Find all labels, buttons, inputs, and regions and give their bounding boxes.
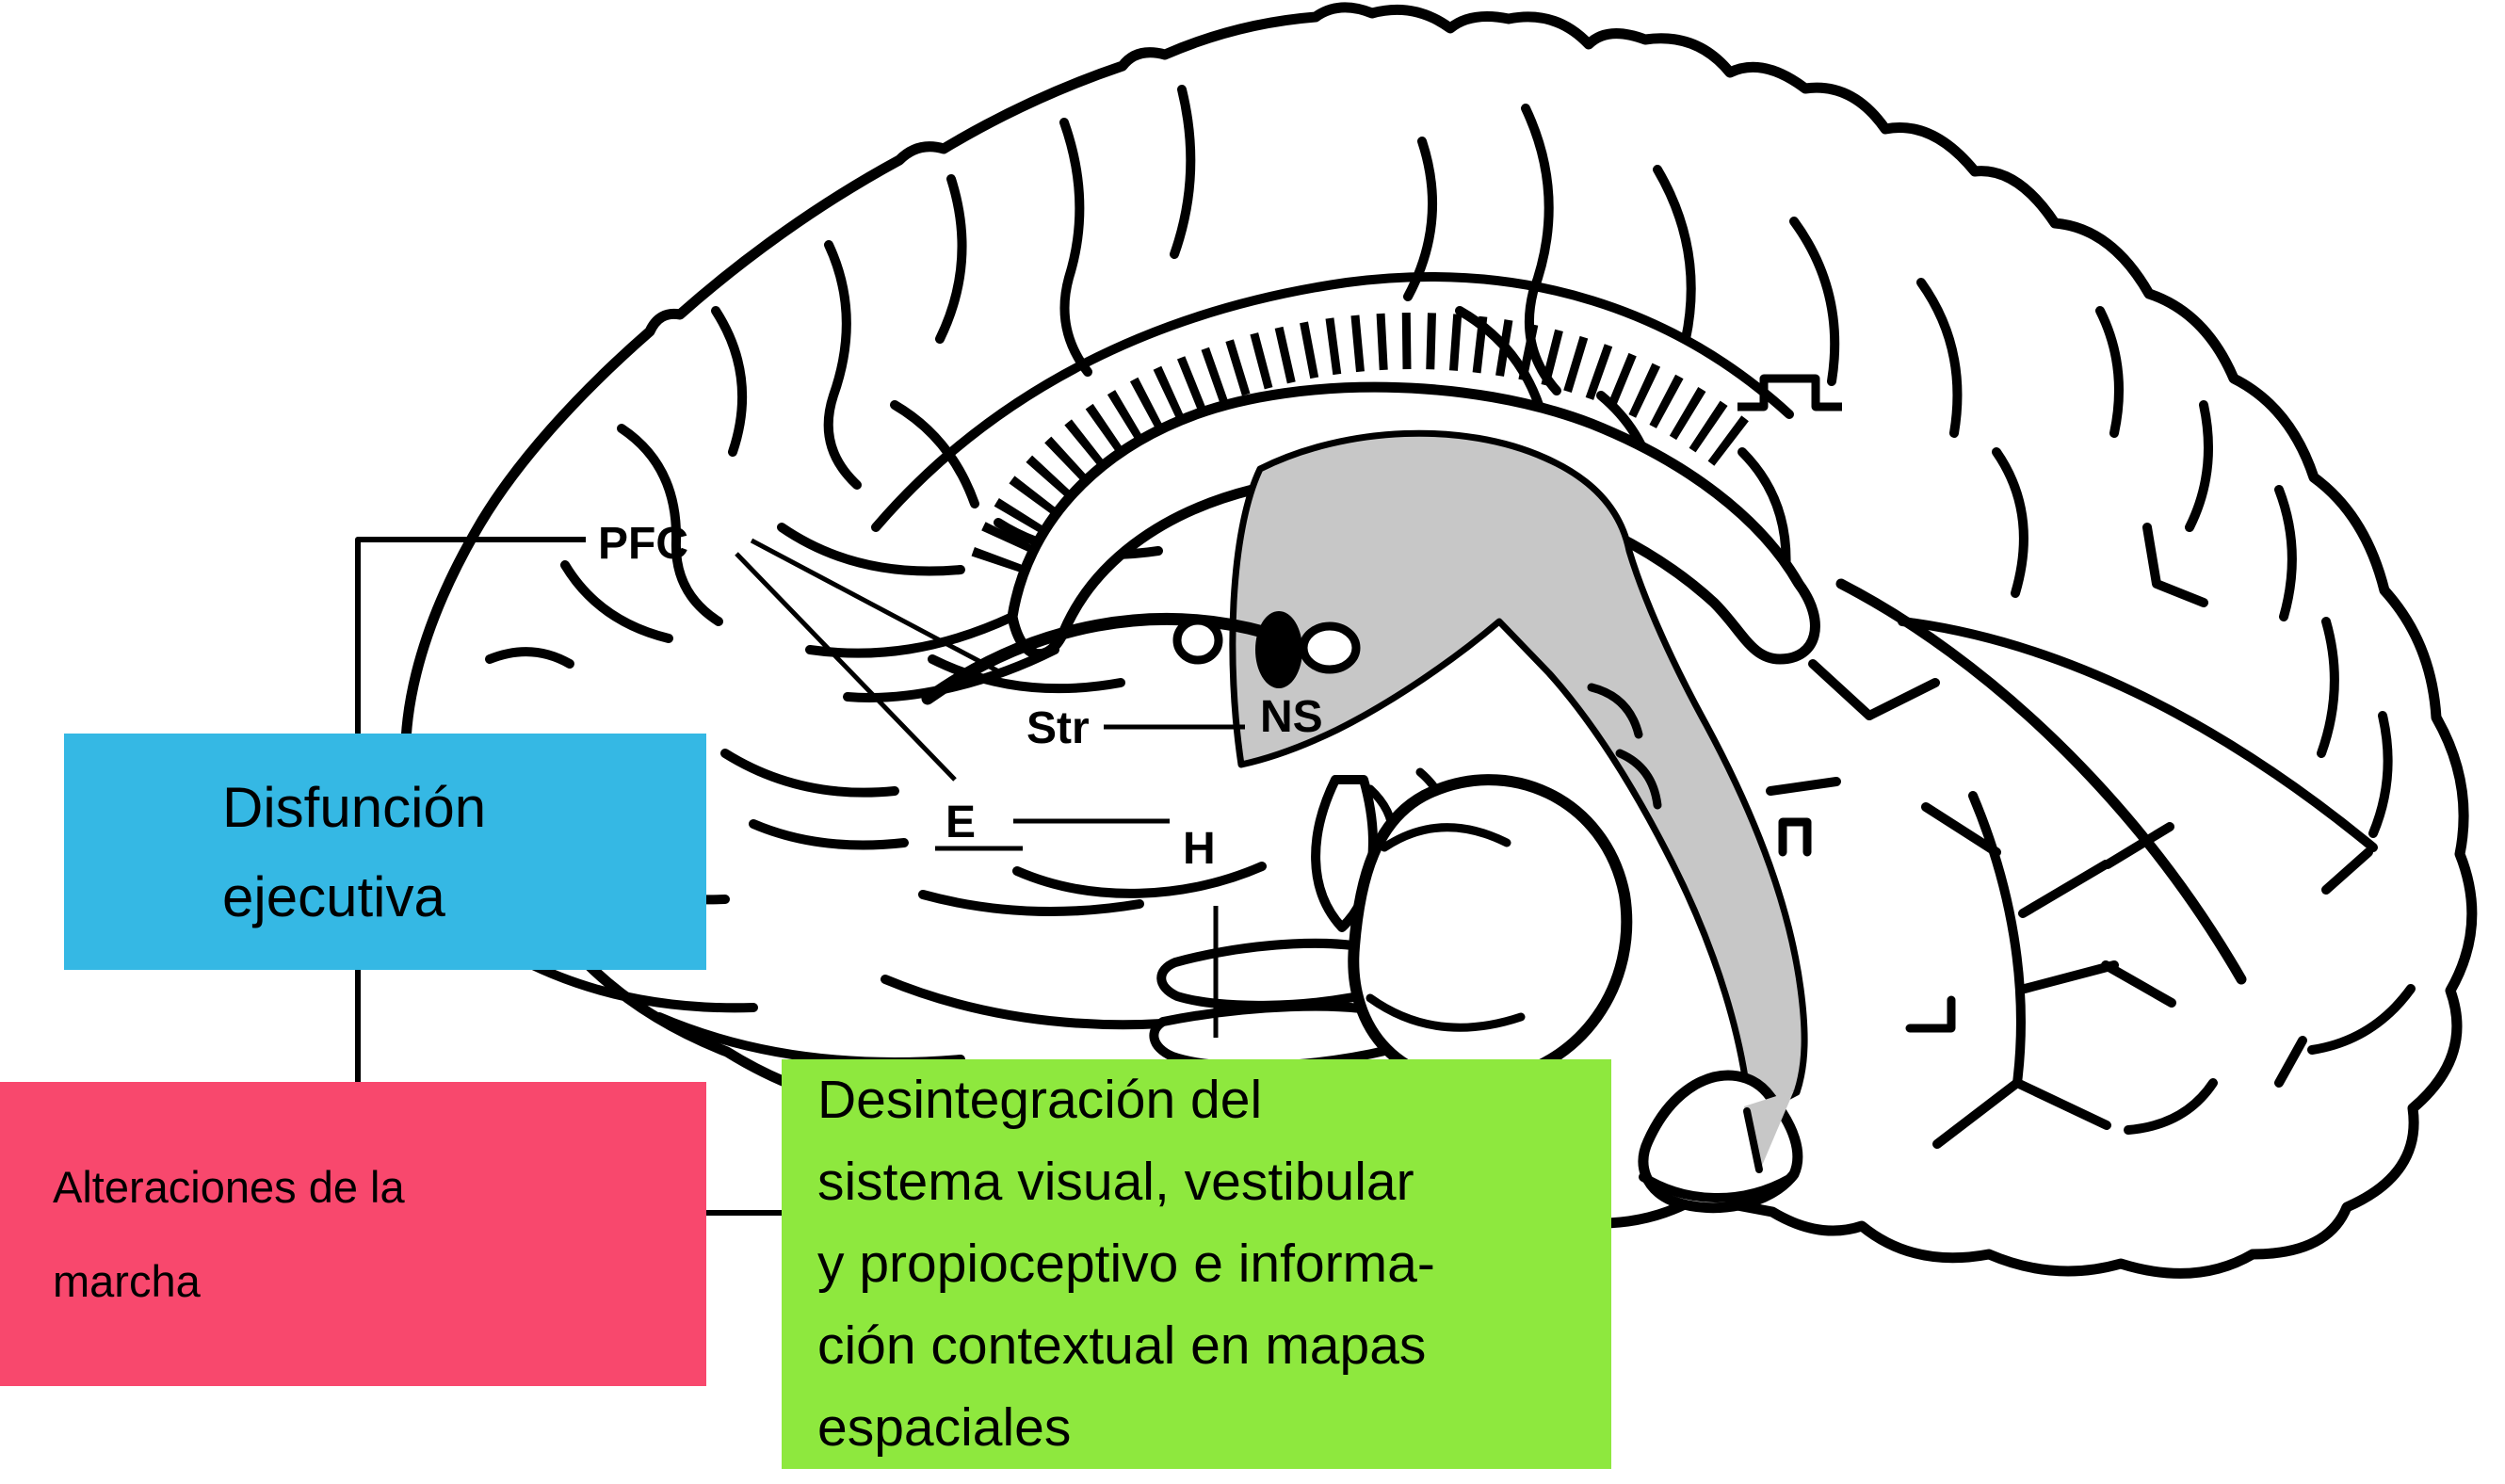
sulcus	[2317, 617, 2339, 758]
sensory-integration-text: Desintegración del sistema visual, vesti…	[817, 1070, 1435, 1458]
sulcus	[560, 560, 673, 643]
arbor-vitae-branch	[1808, 659, 1874, 720]
calcarine-sulcus	[1898, 617, 2378, 852]
parieto-occipital-notch	[1737, 374, 1842, 411]
arbor-vitae-branch	[2018, 860, 2110, 918]
sulcus	[749, 819, 909, 850]
sulcus	[2368, 711, 2393, 838]
colliculus-line	[1615, 749, 1662, 810]
sulcus	[1012, 862, 1267, 898]
sulcus	[1521, 104, 1561, 395]
sulcus	[928, 654, 1125, 694]
sulcus	[2274, 485, 2297, 621]
arbor-vitae-branch	[1766, 777, 1841, 796]
sulcus	[2142, 523, 2208, 607]
sulcus	[2124, 1078, 2218, 1135]
cord-sole-line	[1639, 1172, 1794, 1202]
sulcus	[720, 749, 899, 798]
thalamus-brainstem-shading	[1229, 429, 1808, 1121]
gait-alterations-box: Alteraciones de la marcha	[0, 1082, 706, 1386]
label-pfc: PFC	[598, 519, 688, 569]
anterior-nucleus-oval	[1172, 616, 1223, 665]
sulcus	[1170, 85, 1196, 259]
pons-line	[1380, 823, 1511, 852]
arbor-vitae-branch	[2020, 960, 2119, 993]
cingulate-sulcus	[871, 272, 1794, 532]
sulcus	[2321, 847, 2373, 895]
executive-dysfunction-text: Disfunción ejecutiva	[222, 775, 487, 928]
cerebellum-notch	[1905, 995, 1956, 1033]
sulcus	[935, 174, 967, 344]
cord-line	[1743, 1107, 1763, 1173]
sulcus	[823, 240, 862, 490]
sulcus	[890, 400, 979, 508]
sulcus	[1789, 217, 1840, 386]
sensory-integration-box: Desintegración del sistema visual, vesti…	[782, 1059, 1611, 1469]
arbor-vitae-branch	[2101, 960, 2176, 1008]
pons-line	[1366, 993, 1526, 1032]
pfc-leader-line	[750, 538, 1006, 677]
label-h: H	[1183, 824, 1216, 874]
pons	[1348, 774, 1633, 1089]
thalamic-nucleus-oval	[1299, 621, 1361, 674]
sulcus	[1403, 137, 1437, 301]
fornix	[921, 613, 1273, 705]
sulcus	[777, 523, 965, 576]
arbor-vitae-branch	[2103, 822, 2174, 869]
executive-dysfunction-box: Disfunción ejecutiva	[64, 734, 706, 970]
gait-alterations-text: Alteraciones de la marcha	[53, 1161, 405, 1306]
arbor-vitae-branch	[1932, 1078, 2022, 1149]
sulcus	[1916, 278, 1963, 438]
label-ns: NS	[1260, 692, 1323, 742]
arbor-vitae-branch	[1865, 678, 1940, 720]
label-e: E	[945, 798, 977, 847]
sulcus	[2307, 984, 2416, 1055]
sulcus	[617, 424, 723, 626]
pfc-leader-line	[735, 552, 957, 782]
sulcus	[2185, 400, 2213, 532]
connector-pfc-to-executive-box	[355, 537, 586, 734]
sulcus	[1059, 118, 1092, 377]
sulcus	[711, 306, 748, 457]
sulcus	[485, 647, 574, 669]
label-str: Str	[1026, 703, 1090, 753]
sulcus	[1992, 447, 2028, 598]
arbor-vitae-trunk	[1968, 791, 2026, 1088]
cerebellum-notch	[1778, 817, 1812, 857]
arbor-vitae-branch	[2012, 1078, 2111, 1130]
cerebellum-boundary	[1835, 578, 2247, 985]
sulcus	[2274, 1036, 2307, 1088]
ns-nucleus-dot	[1255, 611, 1302, 688]
colliculus-line	[1587, 683, 1643, 739]
sulcus	[2095, 306, 2124, 438]
corpus-callosum	[1007, 381, 1820, 665]
arbor-vitae-branch	[1921, 802, 2001, 857]
sulcus	[918, 890, 1144, 916]
sulcus	[1653, 165, 1696, 344]
